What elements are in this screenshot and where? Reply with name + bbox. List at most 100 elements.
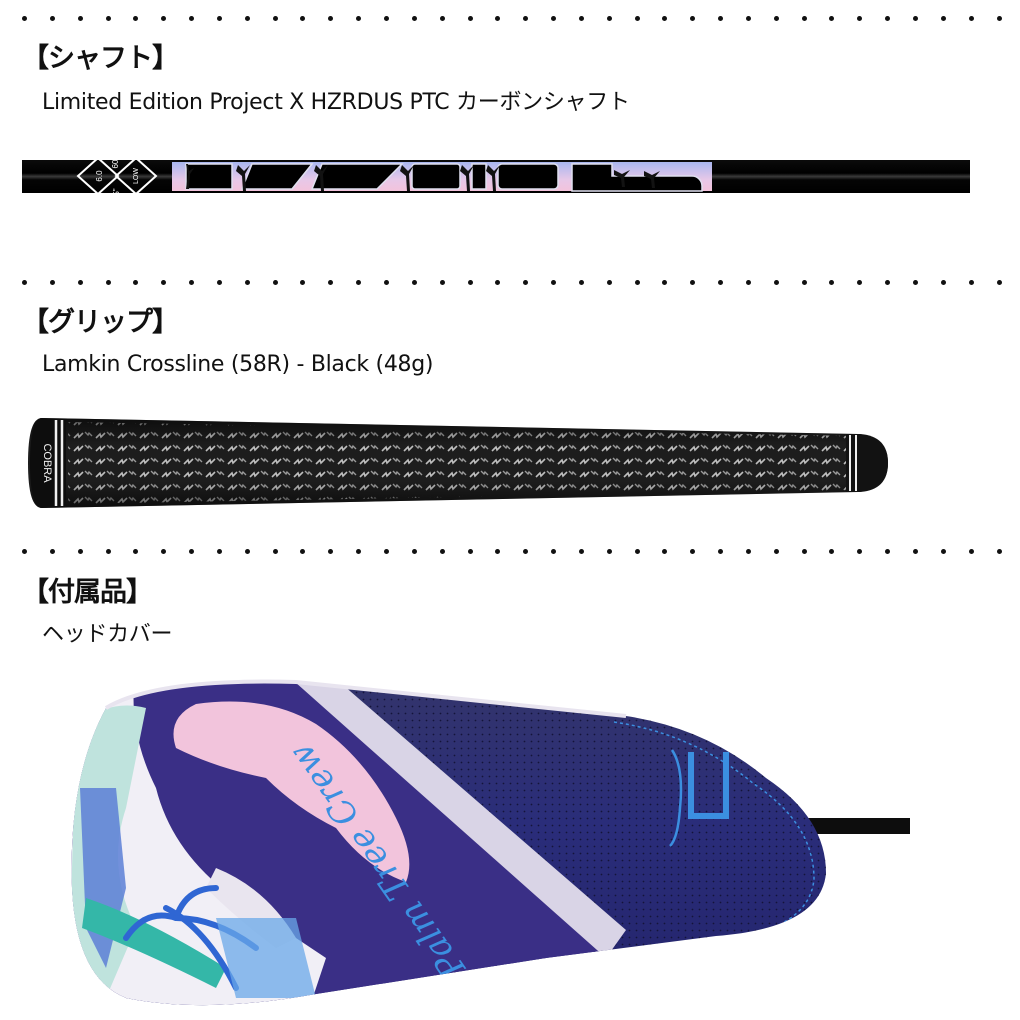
shaft-stub [806, 818, 910, 834]
divider-dot [22, 16, 27, 21]
divider-dot [940, 16, 946, 21]
divider-dot [551, 280, 557, 285]
divider-dot [718, 549, 724, 554]
divider-dot [690, 549, 696, 554]
svg-text:5": 5" [112, 188, 121, 195]
divider-dot [773, 16, 779, 21]
divider-dot [829, 16, 835, 21]
divider-dot [523, 280, 529, 285]
divider-dot [495, 16, 501, 21]
divider-dot [857, 16, 863, 21]
divider-dot [940, 280, 946, 285]
divider-dot [662, 280, 668, 285]
divider-dot [272, 280, 278, 285]
divider-dot [996, 16, 1002, 21]
section-heading-accessories: 【付属品】 [22, 577, 153, 608]
divider-dot [22, 549, 27, 554]
divider-dot [189, 549, 195, 554]
divider-dot [300, 549, 306, 554]
divider-dot [495, 280, 501, 285]
divider-dot [578, 549, 584, 554]
divider-dot [996, 549, 1002, 554]
divider-dot [523, 549, 529, 554]
divider-dot [606, 549, 612, 554]
divider-dot [49, 280, 55, 285]
divider-dot [133, 549, 139, 554]
divider-dot [634, 16, 640, 21]
divider-dot [356, 16, 362, 21]
divider-dot [578, 280, 584, 285]
divider-dot [216, 549, 222, 554]
divider-dot [411, 16, 417, 21]
divider-dot [913, 16, 918, 21]
divider-dot [885, 280, 891, 285]
divider-dot [913, 280, 918, 285]
divider-dot [913, 549, 918, 554]
divider-dot [328, 16, 334, 21]
divider-dot [300, 16, 306, 21]
divider-dot [662, 549, 668, 554]
shaft-image: 6.0 60 5" LOW [22, 156, 970, 196]
divider-dot [885, 16, 891, 21]
divider-dot [383, 280, 389, 285]
divider-dot [968, 16, 974, 21]
divider-dot [411, 549, 417, 554]
shaft-spec-text: Limited Edition Project X HZRDUS PTC カーボ… [42, 90, 630, 115]
divider-dot [356, 280, 362, 285]
divider-dot [467, 16, 473, 21]
divider-dot [857, 280, 863, 285]
divider-dot [244, 16, 250, 21]
divider-dot [272, 16, 278, 21]
grip-image: COBRA [28, 418, 888, 508]
divider-dot [745, 549, 751, 554]
divider-dot [467, 549, 473, 554]
divider-dot [244, 549, 250, 554]
grip-spec-text: Lamkin Crossline (58R) - Black (48g) [42, 352, 434, 377]
divider-dot [411, 280, 417, 285]
divider-dot [968, 549, 974, 554]
cobra-logo-icon [688, 752, 729, 819]
divider-dot [523, 16, 529, 21]
shaft-spec-badge-icon: 6.0 60 5" LOW [76, 156, 158, 196]
svg-text:6.0: 6.0 [95, 170, 104, 182]
divider-dot [161, 280, 167, 285]
divider-dot [829, 280, 835, 285]
divider-dot [22, 280, 27, 285]
divider-dot [328, 280, 334, 285]
svg-text:60: 60 [111, 159, 120, 168]
divider-dot [745, 280, 751, 285]
divider-dot [634, 280, 640, 285]
divider-dot [495, 549, 501, 554]
divider-dot [606, 280, 612, 285]
divider-dot [77, 16, 83, 21]
divider-dot [801, 549, 807, 554]
divider-dot [940, 549, 946, 554]
divider-dot [996, 280, 1002, 285]
divider-dot [439, 16, 445, 21]
divider-dot [662, 16, 668, 21]
divider-dot [133, 280, 139, 285]
divider-dot [551, 16, 557, 21]
divider-dot [216, 280, 222, 285]
divider-dot [634, 549, 640, 554]
divider-dot [857, 549, 863, 554]
divider-dot [105, 549, 111, 554]
dotted-divider [22, 546, 1002, 558]
divider-dot [718, 280, 724, 285]
divider-dot [551, 549, 557, 554]
divider-dot [383, 16, 389, 21]
divider-dot [885, 549, 891, 554]
divider-dot [829, 549, 835, 554]
section-heading-shaft: 【シャフト】 [22, 43, 179, 74]
svg-text:LOW: LOW [133, 168, 140, 184]
divider-dot [439, 549, 445, 554]
divider-dot [244, 280, 250, 285]
divider-dot [133, 16, 139, 21]
divider-dot [690, 280, 696, 285]
divider-dot [161, 16, 167, 21]
divider-dot [300, 280, 306, 285]
divider-dot [189, 16, 195, 21]
dotted-divider [22, 277, 1002, 289]
hzrdus-graphic [172, 162, 712, 192]
divider-dot [801, 16, 807, 21]
